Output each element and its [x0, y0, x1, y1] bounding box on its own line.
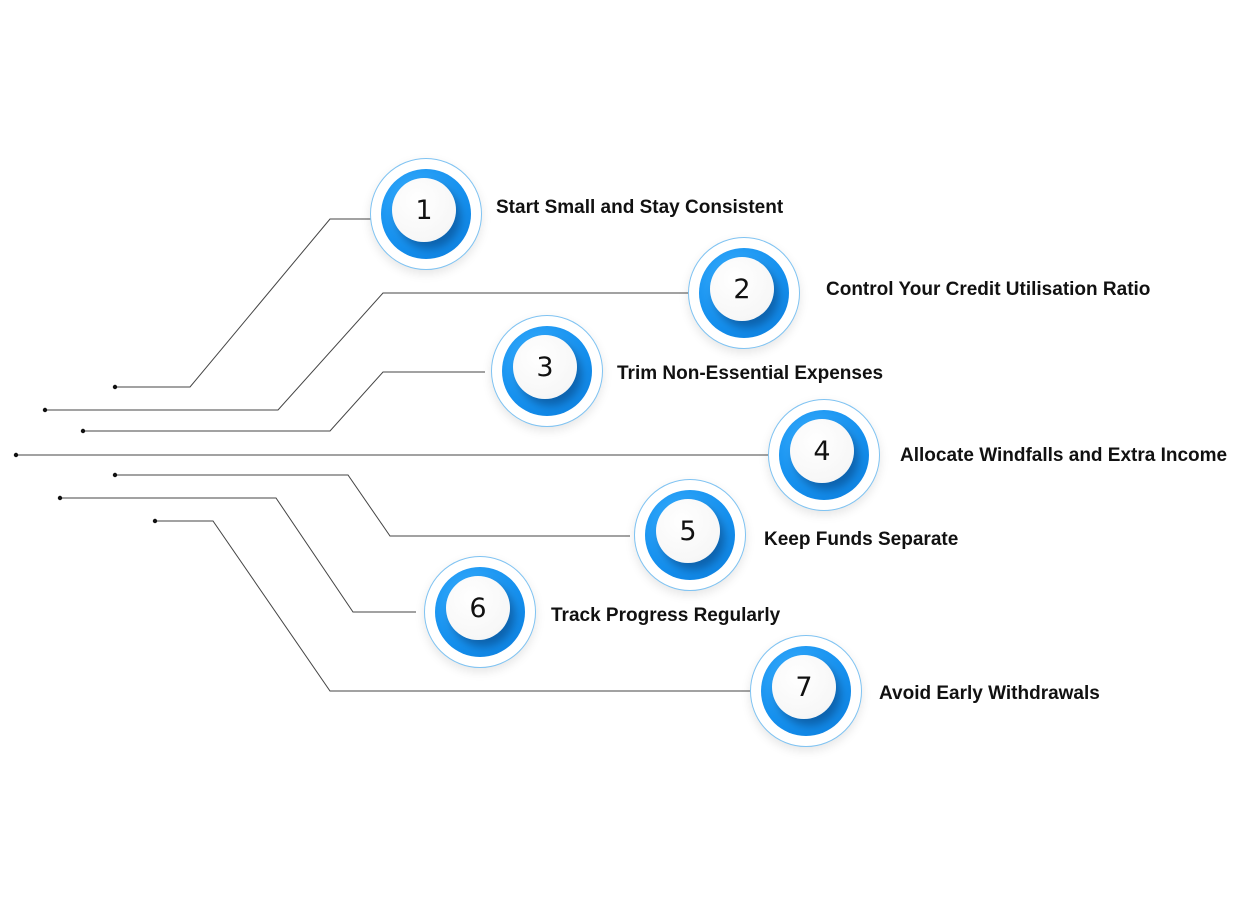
step-label-5: Keep Funds Separate — [764, 529, 959, 550]
connector-line-1 — [115, 218, 372, 388]
step-number-2: 2 — [710, 257, 774, 321]
step-label-6: Track Progress Regularly — [551, 605, 781, 626]
connector-line-2 — [45, 292, 690, 411]
step-node-1: 1 — [370, 158, 482, 270]
connector-line-3 — [83, 371, 485, 432]
step-node-4: 4 — [768, 399, 880, 511]
connector-dot-1 — [112, 384, 118, 390]
connector-dot-2 — [42, 407, 48, 413]
step-number-6: 6 — [446, 576, 510, 640]
step-node-6: 6 — [424, 556, 536, 668]
step-number-1: 1 — [392, 178, 456, 242]
step-label-1: Start Small and Stay Consistent — [496, 197, 784, 218]
step-number-3: 3 — [513, 335, 577, 399]
connector-line-5 — [115, 474, 630, 537]
connector-dot-6 — [57, 495, 63, 501]
connector-line-7 — [155, 520, 750, 692]
step-number-5: 5 — [656, 499, 720, 563]
step-node-2: 2 — [688, 237, 800, 349]
step-number-4: 4 — [790, 419, 854, 483]
step-node-7: 7 — [750, 635, 862, 747]
connector-dot-3 — [80, 428, 86, 434]
step-number-7: 7 — [772, 655, 836, 719]
step-node-5: 5 — [634, 479, 746, 591]
step-node-3: 3 — [491, 315, 603, 427]
step-label-3: Trim Non-Essential Expenses — [617, 363, 884, 384]
step-label-2: Control Your Credit Utilisation Ratio — [826, 279, 1151, 300]
step-label-4: Allocate Windfalls and Extra Income — [900, 445, 1228, 466]
connector-line-6 — [60, 497, 416, 613]
connector-dot-7 — [152, 518, 158, 524]
connector-dot-5 — [112, 472, 118, 478]
connector-dot-4 — [13, 452, 19, 458]
step-label-7: Avoid Early Withdrawals — [879, 683, 1100, 704]
